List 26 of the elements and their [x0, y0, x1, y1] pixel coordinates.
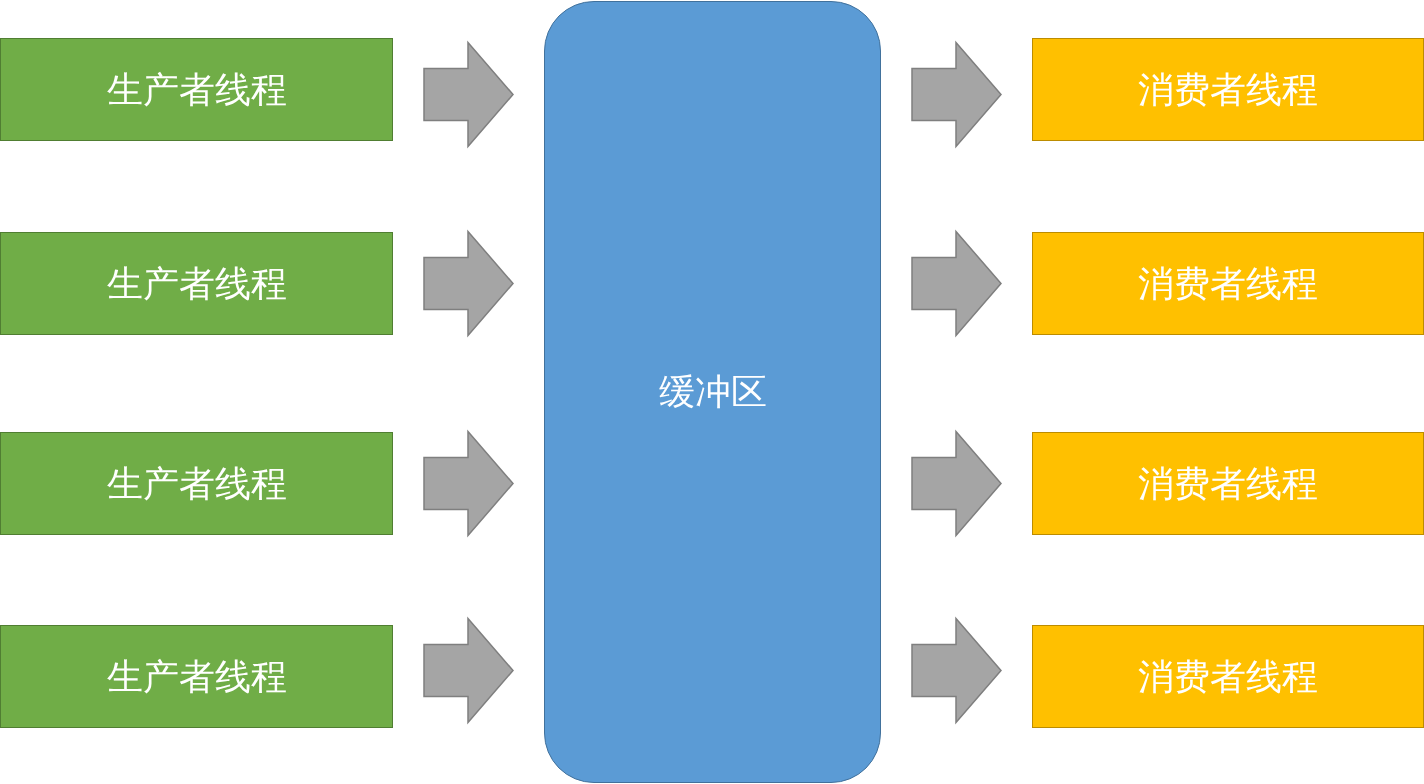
process-box	[0, 432, 393, 535]
block-arrow	[911, 40, 1002, 149]
process-box	[1032, 432, 1424, 535]
node-label: 消费者线程	[1138, 69, 1318, 110]
node-label: 消费者线程	[1138, 656, 1318, 697]
block-arrow	[423, 40, 514, 149]
process-box	[0, 625, 393, 728]
block-arrow	[423, 229, 514, 338]
node-label: 生产者线程	[106, 656, 287, 697]
node-label: 生产者线程	[106, 263, 287, 304]
node-label: 消费者线程	[1138, 463, 1318, 504]
process-box	[1032, 38, 1424, 141]
rounded-box	[544, 1, 881, 783]
node-label: 生产者线程	[106, 69, 287, 110]
node-label: 消费者线程	[1138, 263, 1318, 304]
process-box	[0, 232, 393, 335]
block-arrow	[911, 229, 1002, 338]
block-arrow	[423, 616, 514, 725]
node-label: 生产者线程	[106, 463, 287, 504]
block-arrow	[911, 616, 1002, 725]
block-arrow	[911, 429, 1002, 538]
process-box	[1032, 625, 1424, 728]
process-box	[0, 38, 393, 141]
process-box	[1032, 232, 1424, 335]
block-arrow	[423, 429, 514, 538]
node-label: 缓冲区	[658, 372, 767, 412]
